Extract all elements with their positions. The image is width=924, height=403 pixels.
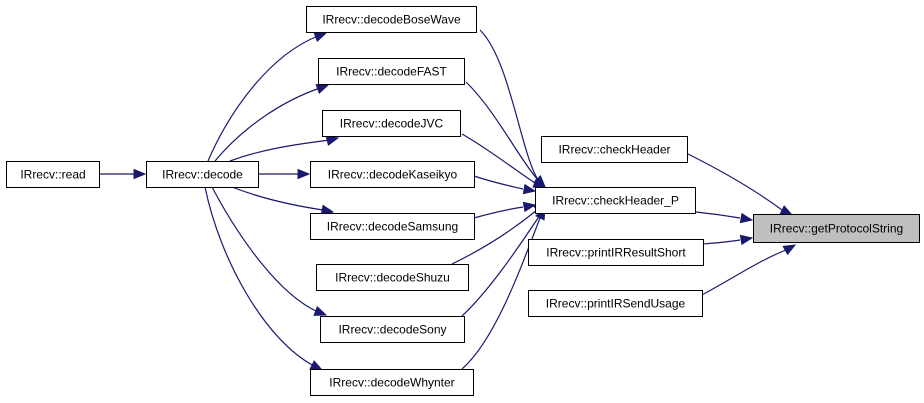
edge-line — [211, 186, 319, 313]
node-label: IRrecv::checkHeader_P — [552, 194, 679, 208]
edge-decode-to-kaseikyo — [258, 168, 311, 180]
edge-line — [207, 35, 319, 162]
edge-decode-to-fast — [214, 84, 330, 162]
edges-layer — [100, 29, 797, 371]
node-label: IRrecv::decodeFAST — [336, 65, 447, 79]
arrowhead — [315, 84, 330, 94]
node-shuzu[interactable]: IRrecv::decodeShuzu — [316, 264, 469, 291]
edge-checkHeaderP-to-getProto — [695, 211, 754, 224]
edge-decode-to-sony — [211, 186, 328, 316]
arrowhead — [779, 205, 794, 216]
node-box — [528, 290, 703, 317]
arrowhead — [522, 183, 537, 195]
node-read[interactable]: IRrecv::read — [6, 161, 100, 188]
edge-line — [687, 153, 783, 211]
edge-line — [214, 87, 321, 162]
edge-read-to-decode — [100, 168, 147, 180]
edge-decode-to-samsung — [231, 186, 335, 215]
node-printShort[interactable]: IRrecv::printIRResultShort — [528, 239, 704, 266]
node-box — [6, 161, 100, 188]
node-box — [535, 187, 696, 214]
edge-line — [702, 239, 741, 245]
arrowhead — [297, 168, 311, 180]
edge-line — [461, 217, 541, 370]
node-whynter[interactable]: IRrecv::decodeWhynter — [310, 369, 474, 396]
edge-line — [451, 209, 538, 265]
arrowhead — [782, 244, 797, 256]
node-label: IRrecv::printIRSendUsage — [546, 297, 686, 311]
edge-decode-to-whynter — [204, 186, 324, 371]
node-label: IRrecv::read — [20, 168, 85, 182]
node-box — [753, 214, 920, 243]
arrowhead — [739, 212, 754, 224]
node-box — [320, 316, 465, 343]
node-getProto[interactable]: IRrecv::getProtocolString — [753, 214, 920, 243]
edge-decode-to-jvc — [229, 135, 340, 162]
node-box — [316, 264, 469, 291]
node-sony[interactable]: IRrecv::decodeSony — [320, 316, 465, 343]
node-label: IRrecv::checkHeader — [558, 143, 670, 157]
arrowhead — [739, 234, 754, 246]
node-box — [306, 6, 477, 33]
node-checkHeader[interactable]: IRrecv::checkHeader — [541, 136, 688, 163]
node-box — [146, 161, 259, 188]
edge-decode-to-boseWave — [207, 32, 328, 162]
edge-line — [229, 139, 331, 162]
node-box — [310, 369, 474, 396]
edge-boseWave-to-checkHeaderP — [479, 29, 546, 188]
edge-line — [204, 186, 315, 367]
edge-line — [461, 214, 541, 317]
node-label: IRrecv::printIRResultShort — [546, 246, 686, 260]
edge-line — [231, 186, 324, 211]
arrowhead — [522, 201, 537, 213]
edge-line — [695, 211, 741, 219]
node-box — [310, 161, 475, 188]
edge-kaseikyo-to-checkHeaderP — [473, 175, 537, 195]
edge-line — [479, 29, 539, 181]
node-box — [322, 110, 461, 137]
edge-line — [465, 81, 539, 181]
node-samsung[interactable]: IRrecv::decodeSamsung — [310, 213, 475, 240]
node-printSend[interactable]: IRrecv::printIRSendUsage — [528, 290, 703, 317]
arrowhead — [313, 306, 328, 316]
node-box — [541, 136, 688, 163]
node-label: IRrecv::decodeSamsung — [327, 220, 458, 234]
edge-checkHeader-to-getProto — [687, 153, 794, 216]
arrowhead — [325, 135, 340, 146]
node-jvc[interactable]: IRrecv::decodeJVC — [322, 110, 461, 137]
node-label: IRrecv::decodeShuzu — [335, 271, 450, 285]
node-box — [310, 213, 475, 240]
node-checkHeaderP[interactable]: IRrecv::checkHeader_P — [535, 187, 696, 214]
node-label: IRrecv::decodeBoseWave — [322, 13, 461, 27]
node-box — [318, 58, 465, 85]
node-label: IRrecv::decodeKaseikyo — [328, 168, 458, 182]
edge-line — [461, 133, 536, 184]
node-decode[interactable]: IRrecv::decode — [146, 161, 259, 188]
arrowhead — [309, 360, 324, 371]
node-kaseikyo[interactable]: IRrecv::decodeKaseikyo — [310, 161, 475, 188]
node-label: IRrecv::decode — [162, 168, 243, 182]
edge-printShort-to-getProto — [702, 234, 754, 246]
node-label: IRrecv::decodeJVC — [340, 117, 444, 131]
node-fast[interactable]: IRrecv::decodeFAST — [318, 58, 465, 85]
edge-printSend-to-getProto — [699, 244, 797, 297]
edge-line — [473, 206, 524, 219]
node-label: IRrecv::getProtocolString — [770, 222, 903, 236]
node-boseWave[interactable]: IRrecv::decodeBoseWave — [306, 6, 477, 33]
arrowhead — [320, 204, 335, 215]
arrowhead — [313, 32, 328, 42]
edge-samsung-to-checkHeaderP — [473, 201, 537, 219]
edge-line — [473, 175, 524, 190]
node-label: IRrecv::decodeWhynter — [329, 376, 454, 390]
arrowhead — [133, 168, 147, 180]
node-box — [528, 239, 704, 266]
node-label: IRrecv::decodeSony — [338, 323, 446, 337]
edge-line — [699, 249, 787, 297]
